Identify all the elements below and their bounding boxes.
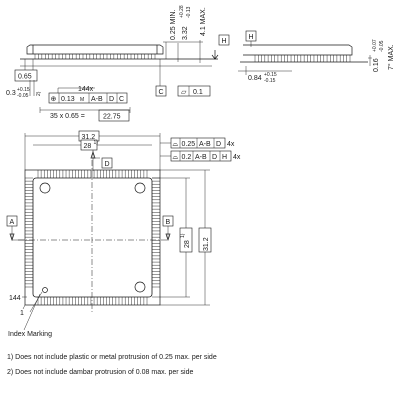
profile-tol-2-value: 0.2 — [182, 154, 192, 161]
pitch-total: 22.75 — [103, 114, 121, 121]
lead-width: 0.65 — [18, 74, 32, 81]
profile-tol-2-datum-1: A-B — [195, 154, 207, 161]
flatness-symbol: ▱ — [181, 89, 187, 96]
detail-lead-thickness-tol-minus: -0.05 — [379, 40, 385, 52]
overall-height: 31.2 — [203, 237, 210, 251]
dim-height-min: 0.25 MIN. — [170, 10, 177, 40]
side-view: 0.25 MIN. 3.32 +0.28 -0.13 4.1 MAX. H C … — [6, 5, 230, 122]
overall-width: 31.2 — [82, 134, 96, 141]
profile-tol-1-frame — [170, 137, 226, 149]
lead-thickness: 0.3 — [6, 90, 16, 97]
profile-tol-1-datum-1: A-B — [199, 141, 211, 148]
overall-height-frame — [198, 227, 212, 253]
detail-lead-length-tol-minus: -0.15 — [264, 78, 276, 84]
note-1: 1) Does not include plastic or metal pro… — [7, 354, 217, 361]
package-outline — [24, 169, 161, 306]
position-tol-frame — [48, 92, 128, 104]
body-height-frame — [179, 227, 193, 253]
pin-count: 144x — [78, 86, 94, 93]
lead-width-frame — [14, 69, 38, 82]
side-leads — [34, 54, 156, 59]
note-2: 2) Does not include dambar protrusion of… — [7, 369, 194, 376]
lead-thickness-tol-plus: +0.15 — [17, 87, 30, 93]
package-body — [32, 177, 153, 298]
pitch: 35 x 0.65 = — [50, 113, 85, 120]
datum-d-box — [101, 157, 113, 169]
lead-thickness-tol-minus: -0.05 — [17, 93, 29, 99]
top-pins — [25, 170, 160, 305]
detail-lead-length-tol-plus: +0.15 — [264, 72, 277, 78]
profile-tol-2-count: 4x — [233, 154, 241, 161]
detail-view: H 0.84 +0.15 -0.15 0.16 +0.07 -0.05 7° M… — [238, 30, 395, 84]
datum-d: D — [105, 161, 110, 168]
profile-tol-2-frame — [170, 150, 232, 162]
profile-tol-1-count: 4x — [227, 141, 235, 148]
pin-1-label: 144 — [9, 295, 21, 302]
profile-tol-1-datum-2: D — [216, 141, 221, 148]
detail-lead-thickness: 0.16 — [373, 58, 380, 72]
flatness-frame — [177, 85, 211, 97]
position-tol-symbol: ⊕ — [51, 96, 57, 103]
detail-body-outline — [243, 44, 353, 56]
side-body-outline — [26, 44, 164, 55]
datum-c-box — [155, 85, 167, 97]
profile-tol-2-datum-3: H — [222, 154, 227, 161]
corner-mark-bottom-right — [134, 281, 146, 293]
flatness-value: 0.1 — [193, 89, 203, 96]
body-height-note: 1) — [180, 233, 186, 238]
detail-lead-length: 0.84 — [248, 75, 262, 82]
index-mark-dot — [42, 287, 48, 293]
dim-height-mid: 3.32 — [182, 26, 189, 40]
position-tol-modifier: M — [80, 97, 84, 103]
datum-c-label: C — [159, 89, 164, 96]
position-tol-value: 0.13 — [61, 96, 75, 103]
detail-lead-thickness-tol-plus: +0.07 — [372, 39, 378, 52]
body-width: 28 — [84, 143, 92, 150]
datum-a: A — [10, 219, 15, 226]
position-tol-datum-3: C — [119, 96, 124, 103]
datum-h-box — [218, 34, 230, 46]
profile-tol-2-datum-2: D — [212, 154, 217, 161]
dim-height-mid-tol-minus: -0.13 — [186, 6, 192, 18]
position-tol-datum-2: D — [109, 96, 114, 103]
body-height: 28 — [184, 240, 191, 248]
lead-note: 2) — [36, 91, 42, 96]
position-tol-datum-1: A-B — [91, 96, 103, 103]
datum-h-leader — [211, 50, 219, 60]
top-view: 31.2 28 1) D ⌓ 0.25 A-B D 4x ⌓ 0.2 A-B D… — [6, 130, 241, 338]
dim-height-max: 4.1 MAX. — [200, 7, 207, 36]
side-body-inner — [32, 45, 158, 54]
datum-h-label: H — [222, 38, 227, 45]
detail-datum-h: H — [249, 34, 254, 41]
corner-mark-top-right — [134, 182, 146, 194]
profile-tol-1-value: 0.25 — [182, 141, 196, 148]
profile-tol-1-symbol: ⌓ — [173, 141, 179, 148]
profile-tol-2-symbol: ⌓ — [173, 154, 179, 161]
dim-height-mid-tol-plus: +0.28 — [179, 5, 185, 18]
corner-mark-top-left — [39, 182, 51, 194]
notes: 1) Does not include plastic or metal pro… — [7, 350, 217, 380]
index-marking-label: Index Marking — [8, 331, 52, 338]
body-width-note: 1) — [94, 140, 99, 146]
pin-1-number: 1 — [20, 310, 24, 317]
datum-b: B — [166, 219, 171, 226]
body-width-frame — [80, 139, 98, 151]
detail-leads — [254, 55, 351, 62]
detail-angle: 7° MAX. — [387, 44, 395, 70]
